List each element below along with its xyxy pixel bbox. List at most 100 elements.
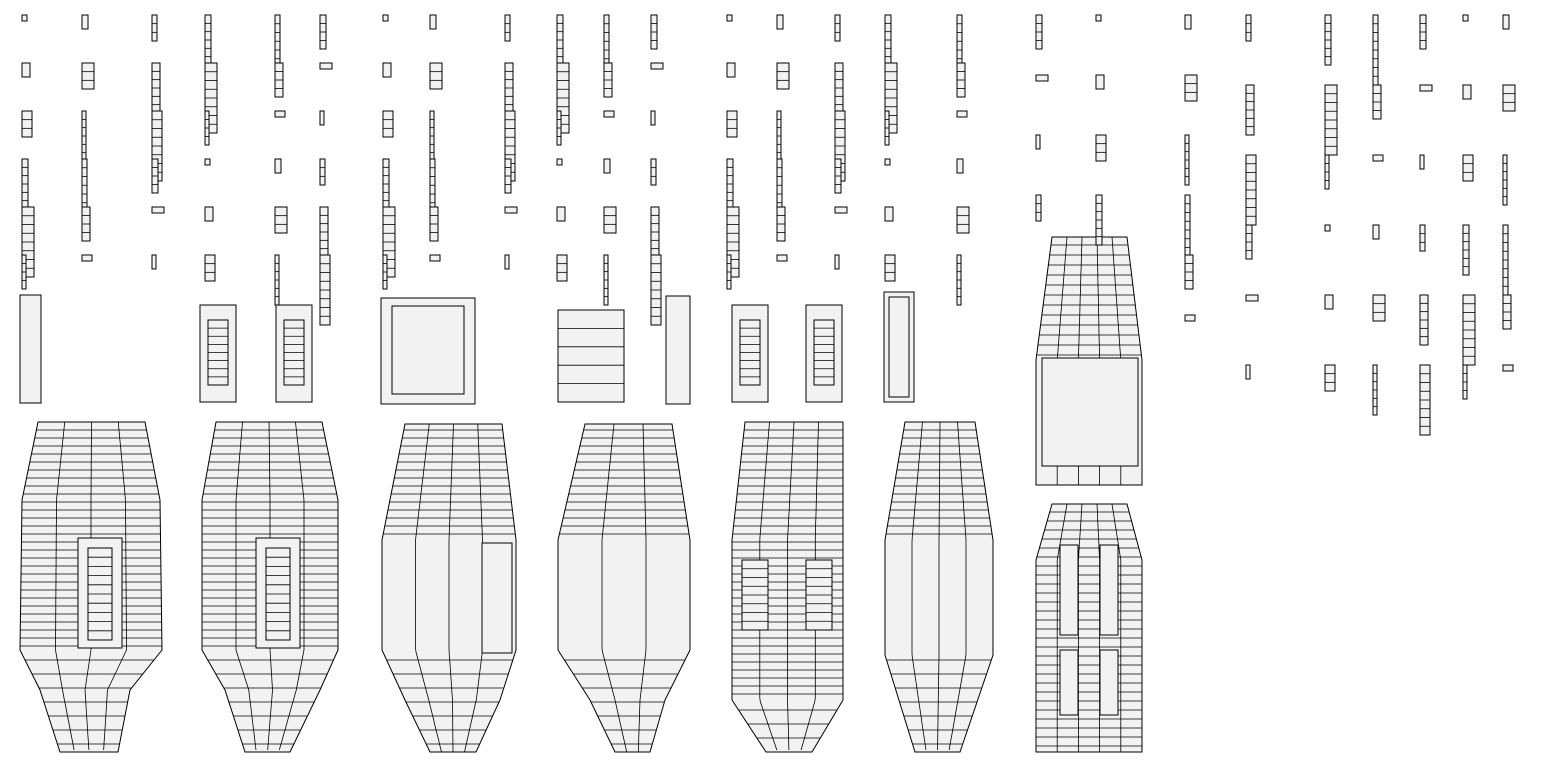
uv-strip-piece xyxy=(21,62,31,78)
louver-panel xyxy=(557,309,625,403)
uv-strip-piece xyxy=(319,158,326,186)
facade-piece-1-edge xyxy=(103,421,127,751)
uv-strip-piece xyxy=(1419,84,1433,92)
wall-strip xyxy=(665,295,691,405)
uv-strip-piece xyxy=(319,110,325,126)
facade-piece-3-edge xyxy=(448,423,454,752)
uv-strip-piece xyxy=(1095,74,1105,90)
uv-strip-piece xyxy=(319,62,333,70)
uv-strip-piece xyxy=(556,254,568,282)
facade-piece-6-edge xyxy=(948,421,967,751)
uv-strip-piece xyxy=(1035,134,1041,150)
uv-strip-piece xyxy=(81,62,95,90)
uv-strip-piece xyxy=(204,206,214,222)
uv-strip-piece xyxy=(1184,14,1192,30)
uv-strip-piece xyxy=(956,158,964,174)
uv-strip-piece xyxy=(1095,134,1107,162)
wall-strip xyxy=(19,294,42,404)
uv-strip-piece xyxy=(21,14,28,22)
facade-piece-2-edge xyxy=(278,421,305,751)
uv-strip-piece xyxy=(429,14,437,30)
uv-strip-piece xyxy=(1462,14,1469,22)
uv-strip-piece xyxy=(151,14,158,42)
tower-window xyxy=(1099,649,1119,716)
facade-piece-6-edge xyxy=(911,421,927,751)
door-opening xyxy=(391,305,465,395)
uv-strip-piece xyxy=(1184,74,1198,102)
uv-strip-piece xyxy=(429,254,441,262)
uv-strip-piece xyxy=(1419,224,1426,252)
uv-strip-piece xyxy=(1372,294,1386,322)
uv-strip-piece xyxy=(1245,294,1259,302)
uv-strip-piece xyxy=(556,206,566,222)
uv-strip-piece xyxy=(21,110,33,138)
uv-strip-piece xyxy=(603,206,617,234)
uv-strip-piece xyxy=(504,14,511,42)
facade-piece-3-edge xyxy=(415,423,442,753)
uv-strip-piece xyxy=(204,254,216,282)
uv-strip-piece xyxy=(1095,14,1102,22)
uv-strip-piece xyxy=(204,158,211,166)
uv-strip-piece xyxy=(726,14,733,22)
window-piece xyxy=(481,542,513,654)
facade-piece-2-edge xyxy=(235,421,257,751)
uv-strip-piece xyxy=(1324,294,1334,310)
uv-strip-piece xyxy=(1462,84,1472,100)
uv-strip-piece xyxy=(429,62,443,90)
uv-strip-piece xyxy=(382,14,389,22)
uv-strip-piece xyxy=(956,110,968,118)
uv-strip-piece xyxy=(1372,224,1380,240)
facade-piece-1-edge xyxy=(55,421,75,751)
uv-strip-piece xyxy=(776,62,790,90)
uv-strip-piece xyxy=(556,158,563,166)
uv-strip-piece xyxy=(956,206,970,234)
uv-strip-piece xyxy=(834,206,848,214)
uv-strip-piece xyxy=(382,110,394,138)
uv-strip-piece xyxy=(1324,364,1336,392)
tower-window xyxy=(1059,649,1079,716)
uv-strip-piece xyxy=(776,254,788,262)
uv-strip-piece xyxy=(1502,84,1516,112)
uv-strip-piece xyxy=(603,158,611,174)
uv-strip-piece xyxy=(884,206,894,222)
narrow-frame-inner xyxy=(888,296,910,398)
uv-strip-piece xyxy=(726,110,738,138)
uv-strip-piece xyxy=(1462,154,1474,182)
uv-strip-piece xyxy=(274,110,286,118)
uv-strip-piece xyxy=(776,14,784,30)
uv-strip-piece xyxy=(650,110,656,126)
uv-strip-piece xyxy=(1245,364,1251,380)
uv-strip-piece xyxy=(504,254,510,270)
uv-strip-piece xyxy=(726,62,736,78)
uv-strip-piece xyxy=(834,254,840,270)
uv-strip-piece xyxy=(884,254,896,282)
uv-strip-piece xyxy=(151,254,157,270)
uv-strip-piece xyxy=(1372,154,1384,162)
uv-strip-piece xyxy=(1035,74,1049,82)
uv-strip-piece xyxy=(81,14,89,30)
uv-strip-piece xyxy=(274,206,288,234)
uv-strip-piece xyxy=(650,62,664,70)
uv-strip-piece xyxy=(884,158,891,166)
tower-window xyxy=(1099,544,1119,636)
facade-piece-4 xyxy=(557,423,691,753)
uv-strip-piece xyxy=(834,14,841,42)
uv-strip-piece xyxy=(151,206,165,214)
tower-window xyxy=(1059,544,1079,636)
facade-piece-5-edge xyxy=(787,421,795,751)
uv-strip-piece xyxy=(1419,154,1425,170)
facade-piece-4-edge xyxy=(637,423,647,753)
uv-strip-piece xyxy=(504,206,518,214)
uv-strip-piece xyxy=(1502,364,1514,372)
uv-strip-piece xyxy=(1035,194,1042,222)
uv-strip-piece xyxy=(274,158,282,174)
facade-piece-4-edge xyxy=(601,423,628,753)
facade-piece-6-edge xyxy=(937,422,941,751)
uv-strip-piece xyxy=(1245,14,1252,42)
tower-panel xyxy=(1041,357,1139,467)
uv-strip-piece xyxy=(1502,14,1510,30)
uv-strip-piece xyxy=(650,158,657,186)
uv-strip-piece xyxy=(81,254,93,262)
uv-strip-piece xyxy=(1184,314,1196,322)
